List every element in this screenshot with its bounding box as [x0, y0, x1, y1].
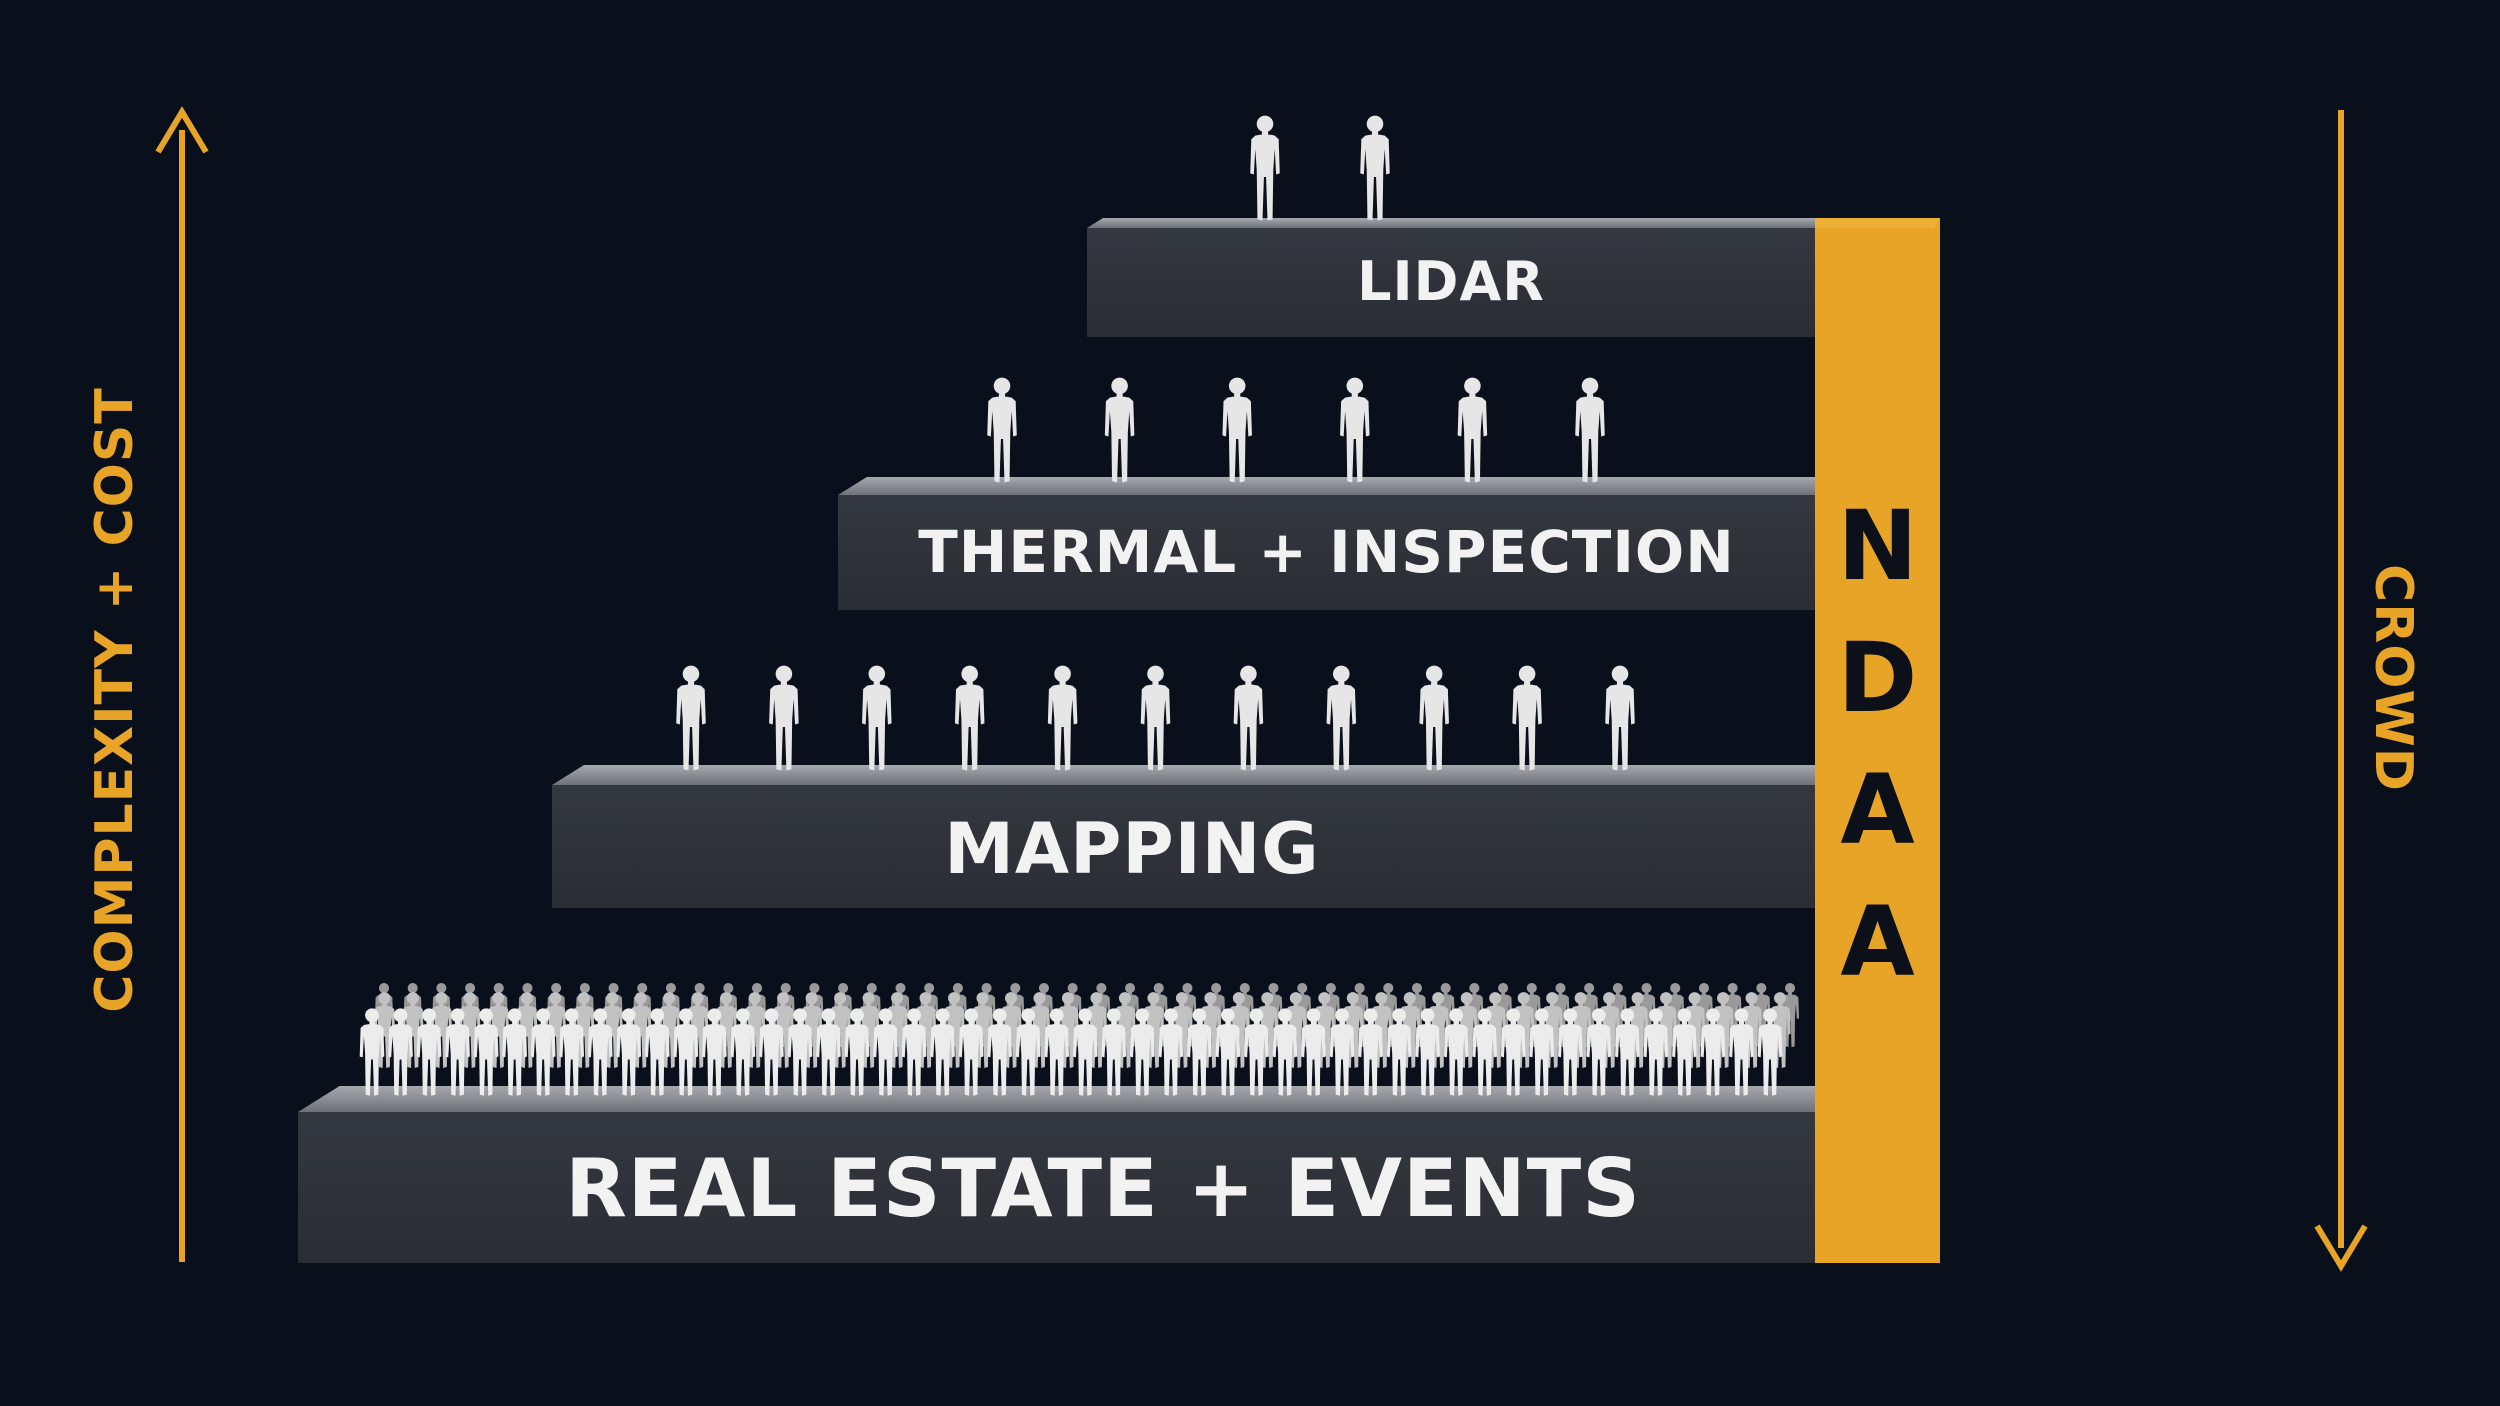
person-figure	[1233, 665, 1264, 771]
person-figure	[1250, 115, 1280, 221]
figures-thermal-inspection	[987, 377, 1605, 483]
tier-face-thermal-inspection	[838, 495, 1815, 610]
tier-top-thermal-inspection	[838, 477, 1815, 495]
tier-label-lidar: LIDAR	[1357, 250, 1545, 313]
person-figure	[1340, 377, 1370, 483]
person-figure	[987, 377, 1017, 483]
tier-label-mapping: MAPPING	[944, 808, 1320, 890]
tier-step-lidar	[1087, 218, 1815, 337]
person-figure	[1104, 377, 1135, 483]
tier-step-mapping	[552, 765, 1815, 908]
person-figure	[954, 665, 985, 771]
person-figure	[1360, 115, 1390, 221]
person-figure	[1457, 377, 1488, 483]
tier-top-lidar	[1087, 218, 1815, 228]
tier-top-real-estate-events	[298, 1086, 1815, 1112]
crowd-arrow	[2314, 110, 2368, 1272]
tier-face-lidar	[1087, 228, 1815, 337]
person-figure	[1222, 377, 1252, 483]
person-figure	[1575, 377, 1605, 483]
figures-real-estate-events	[359, 982, 1800, 1096]
person-figure	[1326, 665, 1357, 771]
tier-face-real-estate-events	[298, 1112, 1815, 1263]
person-figure	[1605, 665, 1635, 771]
tier-label-thermal-inspection: THERMAL + INSPECTION	[918, 518, 1735, 586]
tier-steps	[298, 218, 1815, 1263]
person-figure	[1419, 665, 1449, 771]
tier-step-thermal-inspection	[838, 477, 1815, 610]
tier-label-real-estate-events: REAL ESTATE + EVENTS	[565, 1142, 1641, 1235]
complexity-cost-arrow	[155, 106, 209, 1262]
ndaa-bar	[1815, 218, 1940, 1263]
person-figure	[1512, 665, 1542, 771]
ndaa-letter-d: D	[1837, 622, 1918, 734]
person-figure	[769, 665, 799, 771]
figures-mapping	[676, 665, 1635, 771]
figures-lidar	[1250, 115, 1390, 221]
ndaa-label: N D A A	[1815, 225, 1940, 1263]
tier-top-mapping	[552, 765, 1815, 785]
ndaa-letter-a2: A	[1840, 886, 1915, 998]
ndaa-letter-a1: A	[1840, 754, 1915, 866]
person-figure	[1140, 665, 1171, 771]
person-figure	[676, 665, 706, 771]
tier-step-real-estate-events	[298, 1086, 1815, 1263]
tier-face-mapping	[552, 785, 1815, 908]
ndaa-letter-n: N	[1837, 490, 1918, 602]
person-figure	[862, 665, 892, 771]
person-figure	[1047, 665, 1078, 771]
